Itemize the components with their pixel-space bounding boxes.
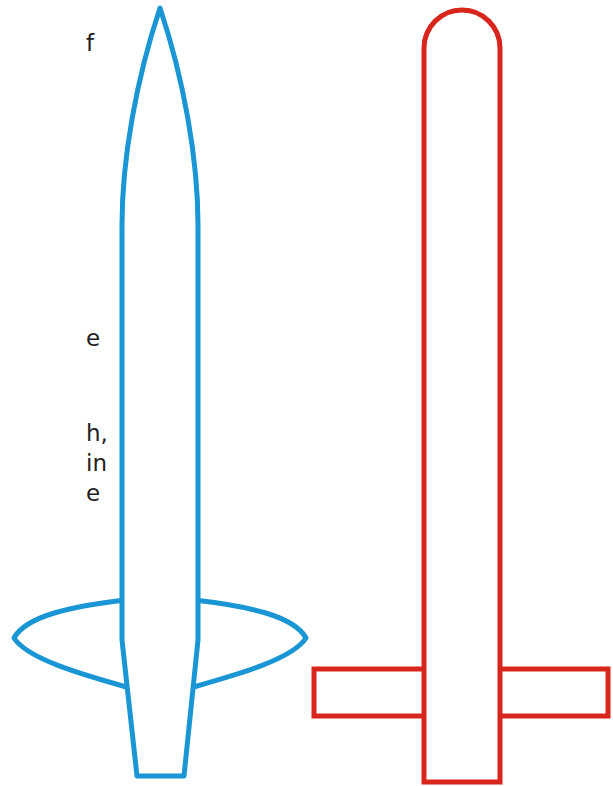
cut-off-text: h, (86, 420, 108, 448)
left-fin (14, 600, 130, 688)
sword-outline (314, 10, 608, 782)
right-fin (190, 600, 306, 688)
rocket-outline (14, 8, 306, 776)
cut-off-text: f (86, 30, 94, 58)
blade (424, 10, 500, 782)
cut-off-text: e (86, 325, 100, 353)
rocket-body (122, 8, 198, 776)
cut-off-text: e (86, 480, 100, 508)
cut-off-text: in (86, 450, 107, 478)
